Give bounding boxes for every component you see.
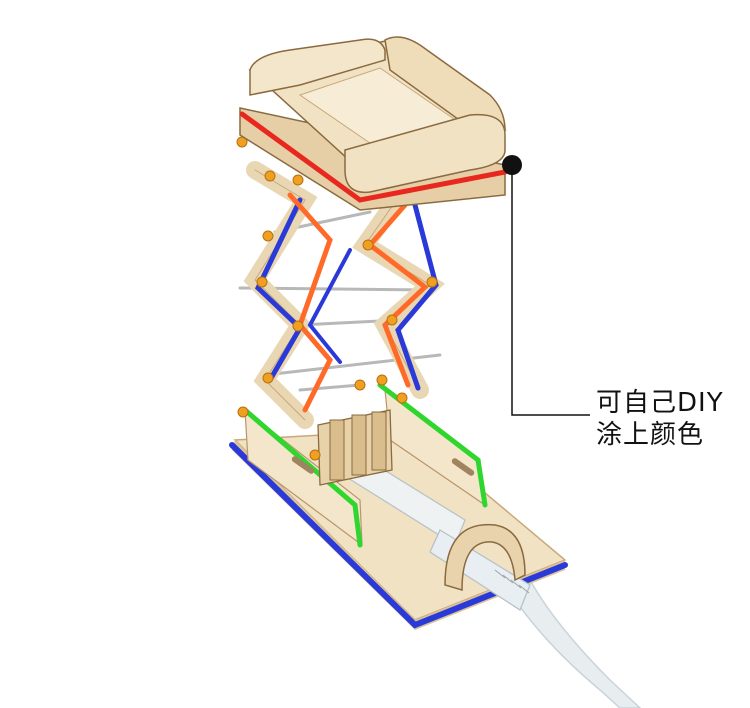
green-edge-right (377, 382, 488, 508)
syringe-holder-arch (444, 523, 526, 592)
top-tray (239, 36, 508, 211)
air-tube (503, 579, 642, 708)
orange-arm-right (366, 202, 429, 388)
scissor-arms (243, 161, 446, 429)
blue-arm-center (307, 248, 352, 364)
tray-wall-front (344, 113, 506, 194)
annotation-text-line1: 可自己DIY (596, 388, 724, 418)
green-edge-left (242, 407, 363, 548)
base-rails (242, 382, 488, 548)
blue-arm-left (254, 197, 304, 383)
syringe (347, 454, 531, 611)
red-edge-top (239, 111, 508, 203)
tray-wall-back (249, 38, 386, 96)
annotation-text-line2: 涂上颜色 (596, 420, 705, 450)
blue-arm-right (395, 202, 439, 391)
center-bracket (317, 409, 393, 486)
annotation-leader (502, 155, 590, 416)
